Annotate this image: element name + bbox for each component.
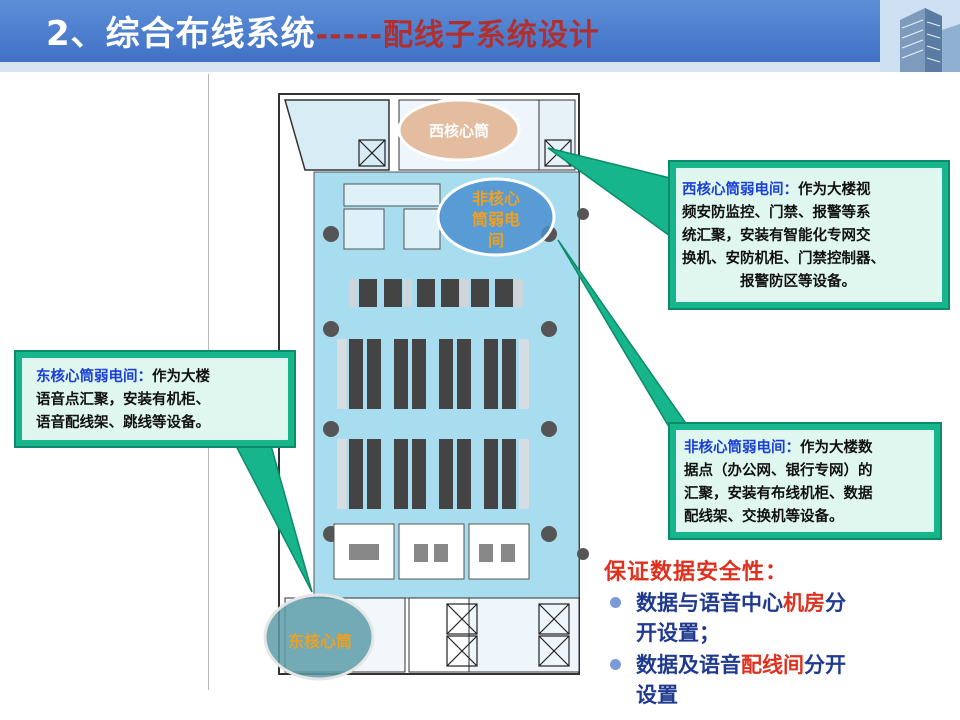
west-core-callout-inner [676,168,942,302]
title-main: 2、综合布线系统 [46,14,316,54]
header-underline [0,62,960,72]
title-subtitle: 配线子系统设计 [382,18,600,53]
title-dashes: ----- [315,18,383,53]
bullet2-text-red: 配线间 [741,653,804,677]
west-callout-line4: 换机、安防机柜、门禁控制器、 [682,251,885,267]
east-core-callout: 东核心筒弱电间：作为大楼 语音点汇聚，安装有机柜、 语音配线架、跳线等设备。 [14,350,296,448]
bullet1-text-a: 数据与语音中心 [636,591,783,615]
bullets-title: 保证数据安全性： [604,560,789,585]
slide-title: 2、综合布线系统-----配线子系统设计 [46,6,600,55]
non-core-callout: 非核心筒弱电间：作为大楼数 据点（办公网、银行专网）的 汇聚，安装有布线机柜、数… [668,422,942,540]
bullet2-text-a: 数据及语音 [636,653,741,677]
bullet1-text-red: 机房 [783,591,825,615]
east-core-label: 东核心筒 [287,632,352,651]
non-core-label-line3: 间 [487,231,504,250]
bullet-item-1: 数据与语音中心机房分 开设置； [604,588,934,648]
security-bullets: 保证数据安全性： 数据与语音中心机房分 开设置； 数据及语音配线间分开 设置 [604,554,934,710]
west-callout-line5: 报警防区等设备。 [740,274,856,290]
bullet-item-2: 数据及语音配线间分开 设置 [604,650,934,710]
noncore-callout-line2: 据点（办公网、银行专网）的 [684,463,873,479]
bullet2-text-b: 分开 [804,653,846,677]
non-core-label-line1: 非核心 [471,189,520,208]
west-core-callout-text: 西核心筒弱电间：作为大楼视 频安防监控、门禁、报警等系 统汇聚，安装有智能化专网… [682,179,938,294]
slide-header [0,0,960,66]
floor-plan-drawing [263,93,589,681]
bullet1-text-b: 分 [825,591,846,615]
building-graphic [880,0,960,72]
noncore-callout-line1: 作为大楼数 [800,440,873,456]
bullet-dot-icon [610,597,621,608]
west-callout-heading: 西核心筒弱电间： [682,182,798,198]
west-callout-line2: 频安防监控、门禁、报警等系 [682,205,871,221]
west-core-label: 西核心筒 [428,122,489,140]
bullet2-text-c: 设置 [636,683,678,707]
east-core-callout-text: 东核心筒弱电间：作为大楼 语音点汇聚，安装有机柜、 语音配线架、跳线等设备。 [36,366,288,435]
non-core-callout-text: 非核心筒弱电间：作为大楼数 据点（办公网、银行专网）的 汇聚，安装有布线机柜、数… [684,437,934,529]
bullet-dot-icon [610,659,621,670]
non-core-label: 非核心 筒弱电 间 [459,188,533,251]
non-core-callout-inner [676,430,934,532]
east-core-callout-inner [22,358,288,440]
noncore-callout-line4: 配线架、交换机等设备。 [684,509,844,525]
west-callout-line1: 作为大楼视 [798,182,871,198]
non-core-label-line2: 筒弱电 [471,210,520,229]
east-callout-line1: 作为大楼 [152,369,210,385]
east-callout-line2: 语音点汇聚，安装有机柜、 [36,392,210,408]
east-callout-heading: 东核心筒弱电间： [36,369,152,385]
west-callout-line3: 统汇聚，安装有智能化专网交 [682,228,871,244]
east-callout-line3: 语音配线架、跳线等设备。 [36,415,210,431]
noncore-callout-line3: 汇聚，安装有布线机柜、数据 [684,486,873,502]
bullet1-text-c: 开设置； [636,621,720,645]
west-core-callout: 西核心筒弱电间：作为大楼视 频安防监控、门禁、报警等系 统汇聚，安装有智能化专网… [668,160,950,310]
noncore-callout-heading: 非核心筒弱电间： [684,440,800,456]
